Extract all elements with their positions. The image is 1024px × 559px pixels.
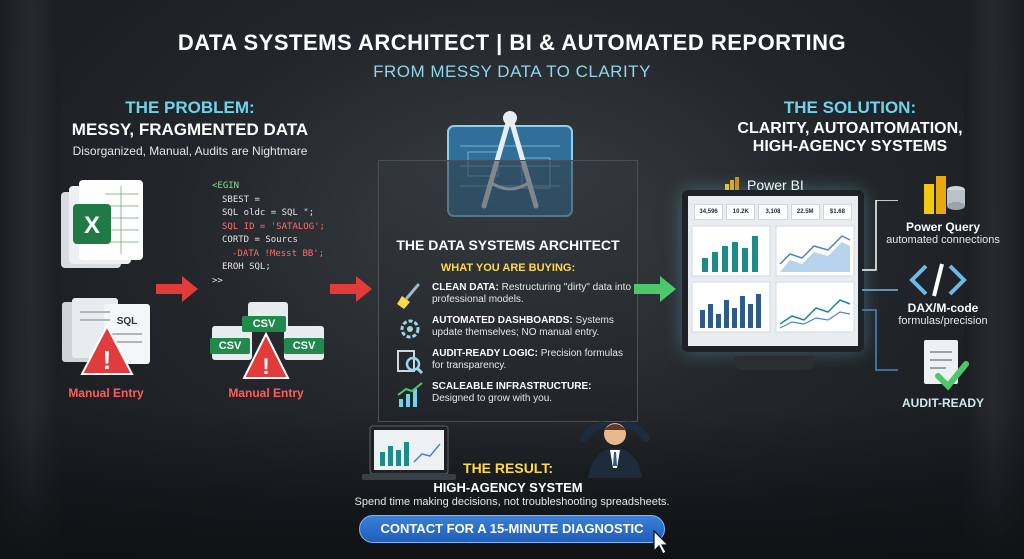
kpi-row: 34,596 10.2K 3,108 22.5M $1.68 (688, 196, 858, 224)
manual-entry-label-2: Manual Entry (228, 386, 304, 400)
messy-code-snippet: <EGIN SBEST = SQL oldc = SQL "; SQL ID =… (212, 180, 352, 288)
audit-ready-label: AUDIT-READY (901, 396, 984, 410)
manual-entry-label-1: Manual Entry (68, 386, 144, 400)
power-query-desc: automated connections (886, 234, 1000, 246)
feature-automated-dashboards: AUTOMATED DASHBOARDS: Systems update the… (396, 315, 636, 343)
feature-title: CLEAN DATA: (432, 282, 499, 293)
dashboard-monitor: 34,596 10.2K 3,108 22.5M $1.68 (682, 190, 864, 352)
page-subtitle: FROM MESSY DATA TO CLARITY (373, 62, 651, 81)
kpi-card: 34,596 (694, 204, 724, 220)
problem-description: Disorganized, Manual, Audits are Nightma… (72, 144, 308, 158)
audit-magnifier-icon (397, 350, 424, 375)
feature-title: AUDIT-READY LOGIC: (432, 348, 538, 359)
svg-text:!: ! (103, 345, 112, 375)
code-line: -DATA !Messt BB'; (232, 248, 325, 259)
growth-chart-icon (397, 382, 423, 407)
connector-lines (862, 200, 898, 371)
code-brackets-icon (909, 263, 967, 297)
excel-files-icon: X (61, 180, 143, 268)
solution-heading: THE SOLUTION: (783, 98, 917, 117)
power-query-title: Power Query (878, 220, 1008, 234)
buying-subheading: WHAT YOU ARE BUYING: (440, 262, 576, 274)
feature-clean-data: CLEAN DATA: Restructuring "dirty" data i… (396, 282, 636, 310)
dax-desc: formulas/precision (898, 315, 988, 327)
power-bi-logo-icon (725, 177, 739, 193)
power-query-icon (924, 176, 965, 214)
red-arrow-icon (156, 276, 198, 302)
contact-diagnostic-button[interactable]: CONTACT FOR A 15-MINUTE DIAGNOSTIC (359, 515, 665, 543)
power-bi-brand: Power BI (723, 176, 804, 194)
code-line: >> (212, 275, 223, 286)
code-line: CORTD = Sourcs (222, 235, 298, 245)
code-line: SBEST = (222, 194, 260, 205)
kpi-card: 3,108 (758, 204, 788, 220)
csv-tag: CSV (284, 338, 324, 354)
power-query-title-text: Power Query (905, 220, 981, 234)
feature-text: Systems update themselves; NO manual ent… (432, 315, 614, 338)
code-line: <EGIN (212, 181, 240, 191)
kpi-card: 22.5M (790, 204, 820, 220)
kpi-card: $1.68 (822, 204, 853, 220)
code-line: EROH SQL; (222, 262, 271, 272)
feature-text: Designed to grow with you. (432, 393, 553, 404)
solution-subheading-line2: HIGH-AGENCY SYSTEMS (752, 138, 948, 155)
svg-text:!: ! (262, 354, 269, 379)
power-query-block: Power Query automated connections (878, 220, 1008, 246)
csv-files-warning-group: ! CSV CSV CSV (208, 300, 326, 382)
code-line: SQL oldc = SQL "; (222, 208, 315, 218)
solution-subheading-line1: CLARITY, AUTOAITOMATION, (737, 120, 963, 137)
kpi-card: 10.2K (726, 204, 756, 220)
relaxed-person-icon (580, 421, 650, 478)
dax-block: DAX/M-code formulas/precision (878, 301, 1008, 327)
result-subheading: HIGH-AGENCY SYSTEM (433, 480, 583, 495)
mouse-cursor-icon (653, 529, 670, 555)
code-line: SQL ID = 'SATALOG'; (222, 221, 325, 232)
feature-title: AUTOMATED DASHBOARDS: (432, 315, 573, 326)
automation-gear-icon (400, 319, 420, 339)
monitor-stand (734, 356, 814, 370)
svg-text:X: X (84, 212, 100, 239)
dax-title: DAX/M-code (878, 301, 1008, 315)
sql-document-warning-icon: SQL ! (62, 298, 150, 375)
dax-title-text: DAX/M-code (907, 301, 979, 315)
center-panel (378, 160, 638, 422)
feature-text: Precision formulas for transparency. (432, 348, 623, 371)
result-heading: THE RESULT: (463, 460, 553, 476)
laptop-dashboard-icon (362, 425, 456, 480)
dashboard-charts (691, 225, 855, 333)
svg-text:SQL: SQL (117, 316, 138, 327)
feature-scaleable-infrastructure: SCALEABLE INFRASTRUCTURE: Designed to gr… (396, 381, 636, 409)
architect-heading: THE DATA SYSTEMS ARCHITECT (396, 237, 620, 253)
result-description: Spend time making decisions, not trouble… (354, 496, 670, 508)
red-arrow-icon (330, 276, 372, 302)
csv-tag: CSV (242, 316, 286, 332)
feature-audit-ready-logic: AUDIT-READY LOGIC: Precision formulas fo… (396, 348, 636, 376)
audit-checklist-icon (924, 340, 969, 391)
csv-tag: CSV (210, 338, 250, 354)
problem-heading: THE PROBLEM: (125, 98, 255, 117)
feature-text: Restructuring "dirty" data into professi… (432, 282, 632, 305)
problem-subheading: MESSY, FRAGMENTED DATA (71, 120, 309, 139)
feature-title: SCALEABLE INFRASTRUCTURE: (432, 381, 592, 392)
page-title: DATA SYSTEMS ARCHITECT | BI & AUTOMATED … (177, 30, 847, 55)
green-arrow-icon (634, 276, 676, 302)
power-bi-label: Power BI (747, 177, 804, 193)
broom-icon (397, 283, 420, 309)
